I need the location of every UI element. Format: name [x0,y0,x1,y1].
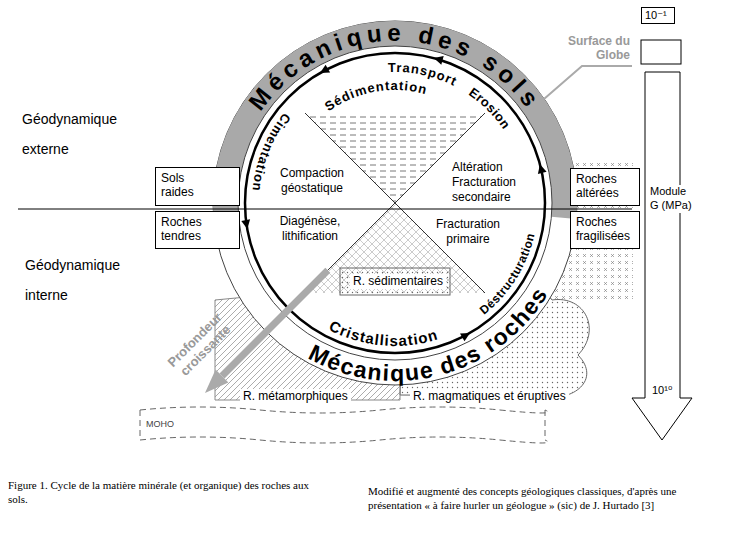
geodynamic-divide [18,209,632,210]
moho-band [140,407,548,443]
rock-state-box: Roches altérées [570,168,640,206]
axis-label: Module G (MPa) [647,185,699,213]
rock-state-box: 10⁻¹ [641,7,675,24]
quadrant-label: Diagénèse, lithification [275,214,345,244]
process-label: Sédimentation [322,78,429,114]
surface-line [544,66,632,99]
zone-label: Géodynamique interne [25,250,145,310]
quadrant-label: Altération Fracturation secondaire [452,160,524,205]
axis-value: 10¹⁰ [649,384,675,398]
source-note: Modifié et augmenté des concepts géologi… [368,484,708,513]
process-label: Cristallisation [327,317,440,349]
cycle-arrowheads [241,56,546,341]
rock-label: R. métamorphiques [240,389,351,404]
ring-title: Mécanique des sols [243,19,547,116]
sedimentary-rock-box [340,268,450,295]
box-text: Sols raides [161,171,209,200]
rock-state-box: Sols raides [155,167,240,206]
rock-label: R. magmatiques et éruptives [410,389,569,404]
process-label: Cimentation [249,111,293,193]
process-label: Cristallisation [327,317,440,349]
moho-label: MOHO [146,419,174,430]
rock-state-box: Roches fragilisées [570,211,640,249]
zone-label: Géodynamique externe [22,104,142,164]
box-text: 10⁻¹ [645,9,671,22]
box-text: Roches altérées [576,172,634,201]
soil-mechanics-band [213,21,577,219]
process-label: Erosion [466,84,513,131]
box-text: Roches tendres [161,215,211,244]
ring-title: Mécanique des sols [243,19,547,116]
rock-state-box: Roches tendres [155,211,240,249]
process-label: Erosion [466,84,513,131]
ring-title: Mécanique des roches [305,282,553,386]
modulus-arrow [632,72,692,440]
process-label: Cimentation [249,111,293,193]
depth-arrowhead [205,370,228,393]
quadrant-label: Compaction géostatique [276,166,348,196]
figure-caption: Figure 1. Cycle de la matière minérale (… [8,478,313,507]
ring-title: Mécanique des roches [305,282,553,386]
rock-label: R. sédimentaires [350,274,446,289]
quadrant-label: Fracturation primaire [432,217,504,247]
empty-box [641,40,681,64]
surface-label: Surface du Globe [548,34,630,62]
process-label: Sédimentation [322,78,429,114]
box-text: Roches fragilisées [576,215,634,244]
